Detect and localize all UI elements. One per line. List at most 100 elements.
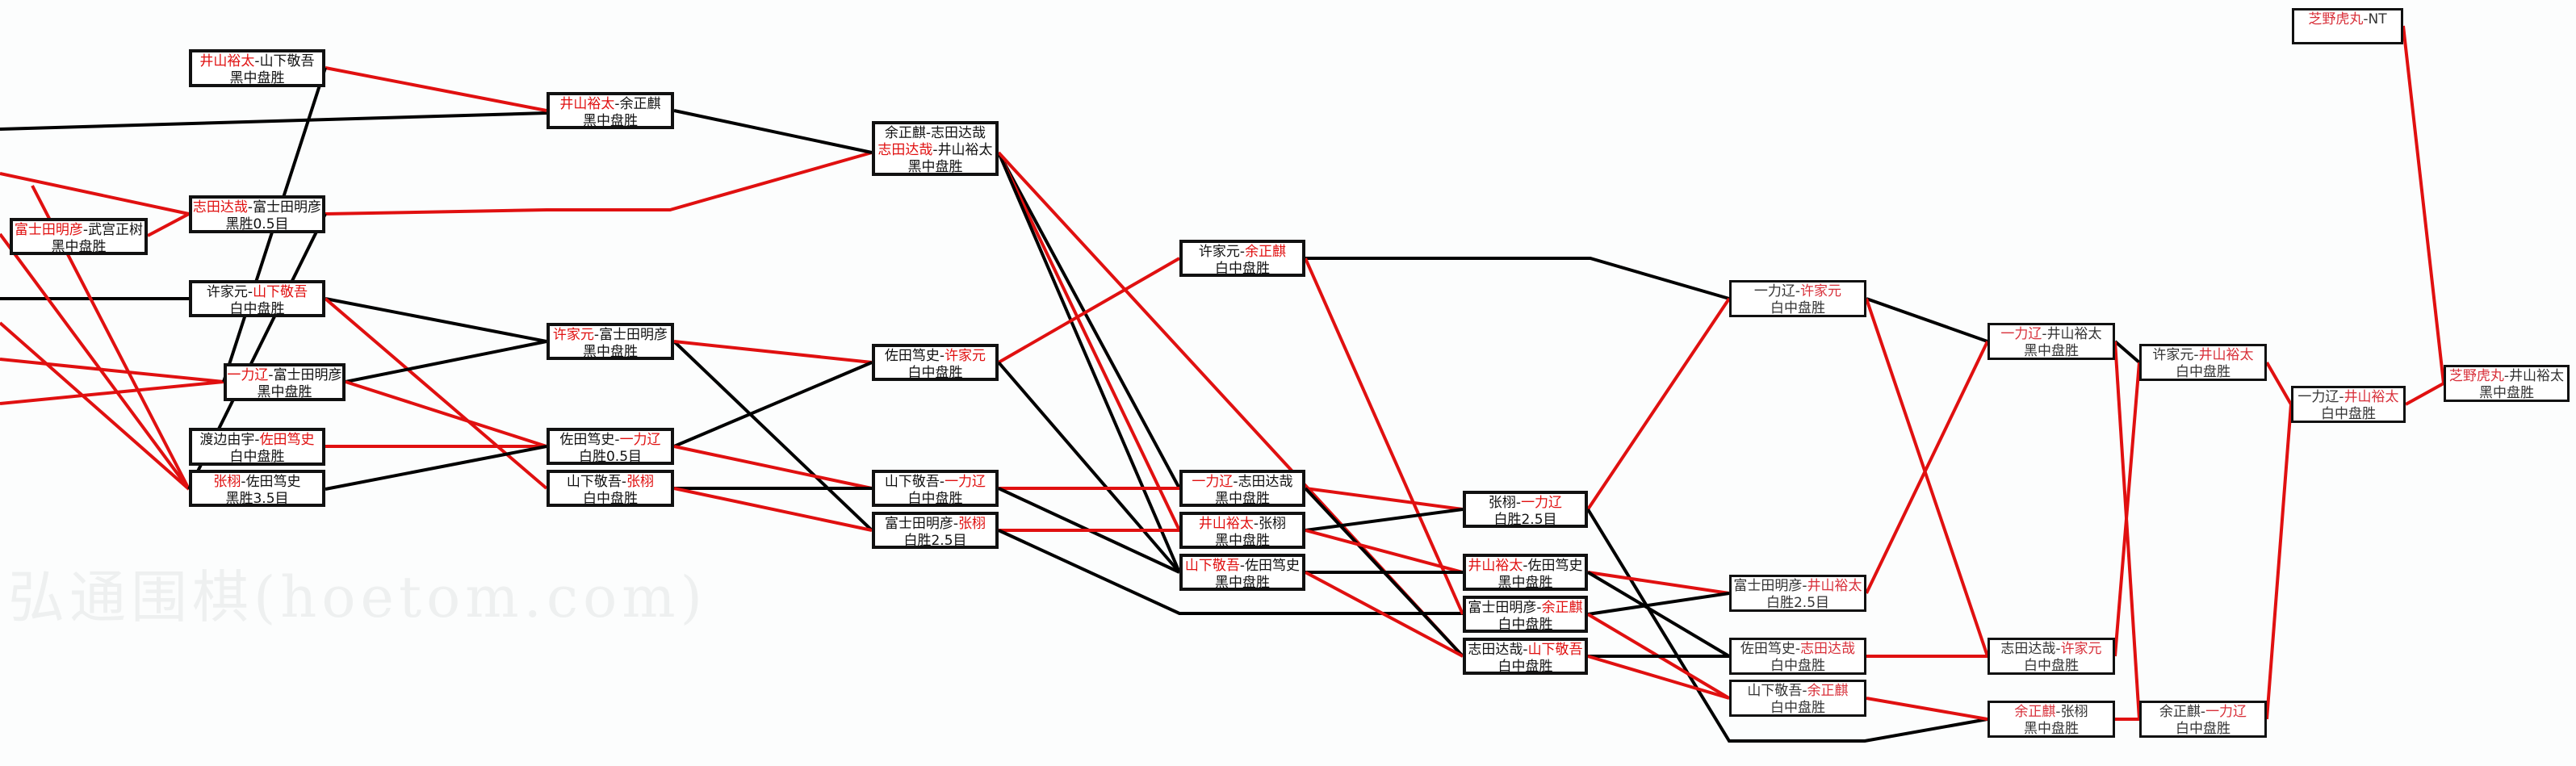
match-players: 富士田明彦-井山裕太 <box>1732 578 1864 595</box>
bracket-line <box>0 321 191 491</box>
match-result: 白中盘胜 <box>907 365 963 381</box>
match-node: 山下敬吾-一力辽白中盘胜 <box>872 470 999 507</box>
bracket-line <box>1865 298 1989 657</box>
match-result: 黑中盘胜 <box>1215 575 1270 591</box>
bracket-line <box>1866 297 1988 343</box>
white-player: 山下敬吾 <box>1527 642 1583 658</box>
bracket-line <box>2402 25 2445 384</box>
bracket-line <box>345 340 547 383</box>
black-player: 志田达哉 <box>878 142 933 158</box>
match-node: 富士田明彦-张栩白胜2.5目 <box>872 512 999 549</box>
match-result: 黑胜0.5目 <box>225 216 289 232</box>
separator: - <box>621 474 627 490</box>
white-player: 井山裕太 <box>2046 326 2102 342</box>
black-player: 富士田明彦 <box>1733 578 1803 594</box>
match-players: 佐田笃史-一力辽 <box>550 432 671 449</box>
match-node: 余正麒-张栩黑中盘胜 <box>1987 701 2115 738</box>
black-player: 一力辽 <box>1753 283 1795 299</box>
bracket-line <box>2405 382 2444 406</box>
match-players: 井山裕太-余正麒 <box>550 96 671 113</box>
bracket-line <box>1304 257 1464 615</box>
black-player: 张栩 <box>213 474 241 490</box>
separator: - <box>1239 244 1246 260</box>
bracket-line <box>673 487 873 532</box>
bracket-line <box>1586 297 1731 511</box>
match-node: 佐田笃史-一力辽白胜0.5目 <box>547 428 674 465</box>
black-player: 井山裕太 <box>559 96 615 112</box>
black-player: 山下敬吾 <box>884 474 940 490</box>
match-players: 志田达哉-井山裕太 <box>875 142 995 159</box>
bracket-line <box>997 152 1181 489</box>
match-result: 白中盘胜 <box>1215 261 1270 277</box>
match-players: 山下敬吾-张栩 <box>550 474 671 491</box>
match-node: 许家元-井山裕太白中盘胜 <box>2139 344 2267 381</box>
match-node: 富士田明彦-余正麒白中盘胜 <box>1463 596 1588 633</box>
bracket-line <box>1305 508 1464 532</box>
separator: - <box>614 432 620 448</box>
bracket-line <box>0 172 190 216</box>
match-node: 一力辽-许家元白中盘胜 <box>1729 280 1866 317</box>
match-result: 白中盘胜 <box>2176 721 2230 737</box>
separator: - <box>1523 642 1528 658</box>
match-node: 一力辽-志田达哉黑中盘胜 <box>1179 470 1305 507</box>
match-node: 佐田笃史-志田达哉白中盘胜 <box>1729 638 1866 675</box>
match-node: 余正麒-志田达哉志田达哉-井山裕太黑中盘胜 <box>872 121 999 176</box>
bracket-line <box>2113 340 2141 364</box>
separator: - <box>241 474 246 490</box>
bracket-line <box>0 358 224 383</box>
match-result: 黑中盘胜 <box>1215 533 1270 549</box>
white-player: 佐田笃史 <box>259 432 315 448</box>
match-result: 白中盘胜 <box>907 491 963 507</box>
bracket-line <box>325 297 547 343</box>
white-player: 山下敬吾 <box>253 284 308 300</box>
white-player: 富士田明彦 <box>253 199 322 216</box>
match-result: 黑中盘胜 <box>2024 343 2079 359</box>
white-player: 富士田明彦 <box>273 367 342 383</box>
bracket-line <box>998 257 1180 364</box>
match-result: 黑中盘胜 <box>2479 385 2534 401</box>
separator: - <box>1802 578 1807 594</box>
match-result: 白中盘胜 <box>1770 700 1825 716</box>
black-player: 山下敬吾 <box>566 474 622 490</box>
bracket-line <box>2265 362 2293 405</box>
match-players: 张栩-佐田笃史 <box>192 474 322 491</box>
bracket-line <box>672 340 873 532</box>
black-player: 井山裕太 <box>199 53 255 69</box>
white-player: 一力辽 <box>1521 495 1563 511</box>
match-result: 黑中盘胜 <box>229 70 285 86</box>
match-result: 白中盘胜 <box>2321 406 2376 422</box>
match-node: 山下敬吾-余正麒白中盘胜 <box>1729 680 1866 717</box>
match-result: 白中盘胜 <box>1770 658 1825 674</box>
match-players: 一力辽-许家元 <box>1732 283 1864 300</box>
match-players: 张栩-一力辽 <box>1466 495 1585 512</box>
black-player: 佐田笃史 <box>884 348 940 364</box>
bracket-line <box>998 529 1463 615</box>
white-player: 余正麒 <box>1807 683 1849 699</box>
black-player: 一力辽 <box>227 367 269 383</box>
separator: - <box>2055 641 2061 657</box>
black-player: 佐田笃史 <box>559 432 615 448</box>
black-player: 志田达哉 <box>1468 642 1523 658</box>
separator: - <box>2042 326 2047 342</box>
match-result: 白中盘胜 <box>229 449 285 465</box>
bracket-line <box>324 297 548 490</box>
white-player: 山下敬吾 <box>259 53 315 69</box>
match-node: 井山裕太-余正麒黑中盘胜 <box>547 92 674 129</box>
match-result: 白中盘胜 <box>1770 300 1825 316</box>
white-player: 张栩 <box>2060 704 2088 720</box>
match-players: 富士田明彦-余正麒 <box>1466 600 1585 617</box>
black-player: 志田达哉 <box>2000 641 2056 657</box>
match-result: 白胜2.5目 <box>903 533 967 549</box>
match-players: 井山裕太-山下敬吾 <box>192 53 322 70</box>
separator: - <box>247 284 253 300</box>
match-node: 芝野虎丸-NT <box>2292 8 2403 44</box>
match-players: 山下敬吾-佐田笃史 <box>1183 558 1302 575</box>
bracket-line <box>1586 508 1988 743</box>
match-node: 山下敬吾-张栩白中盘胜 <box>547 470 674 507</box>
match-result: 黑中盘胜 <box>51 239 107 255</box>
match-players: 渡边由宇-佐田笃史 <box>192 432 322 449</box>
separator: - <box>82 222 89 238</box>
bracket-line <box>997 361 1181 574</box>
match-node: 志田达哉-许家元白中盘胜 <box>1987 638 2115 675</box>
match-result: 白胜2.5目 <box>1493 512 1557 528</box>
